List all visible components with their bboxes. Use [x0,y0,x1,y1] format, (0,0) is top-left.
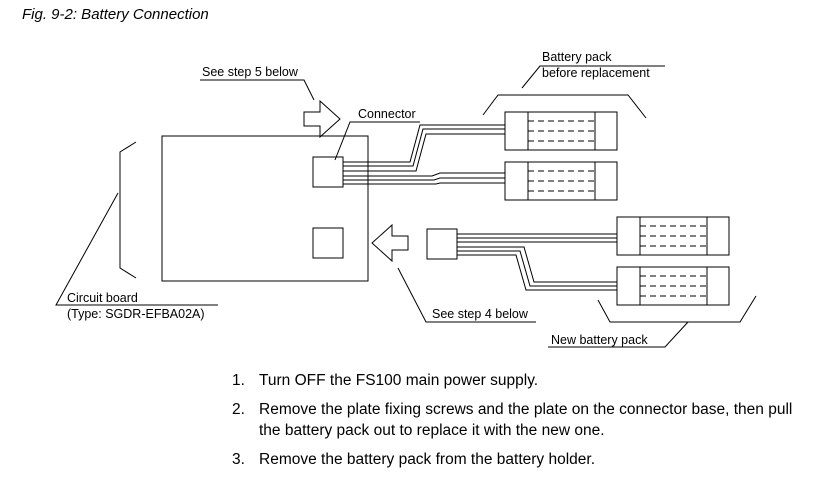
step-item: 1. Turn OFF the FS100 main power supply. [232,370,802,391]
connector-bottom [312,227,344,259]
label-battery-before-2: before replacement [542,66,650,80]
step-item: 3. Remove the battery pack from the batt… [232,449,802,470]
cable-new-battery [457,233,617,291]
connector-top [312,156,344,188]
circuit-board-leader [55,192,218,306]
step4-leader [397,267,536,323]
old-battery-cell-1 [504,111,618,151]
new-battery-leader [548,321,689,348]
step-text: Remove the battery pack from the battery… [259,451,596,468]
step-number: 1. [232,372,245,389]
old-battery-cell-2 [504,161,618,201]
old-battery-leader [521,65,665,89]
label-new-battery: New battery pack [551,333,648,347]
battery-connection-diagram: See step 5 below Connector Battery pack … [55,50,757,348]
old-battery-bracket [482,94,647,119]
label-connector: Connector [358,107,416,121]
new-battery-bracket [597,295,757,323]
connector-leader [334,121,420,161]
step-number: 3. [232,451,245,468]
step-text: Turn OFF the FS100 main power supply. [259,372,539,389]
label-circuit-board-1: Circuit board [67,291,138,305]
circuit-board [161,135,369,282]
step4-arrow-icon [371,223,409,263]
new-connector [426,228,458,260]
step-item: 2. Remove the plate fixing screws and th… [232,399,802,441]
circuit-board-bracket [119,141,137,279]
figure-title: Fig. 9-2: Battery Connection [22,6,209,23]
step5-arrow-icon [303,99,341,139]
step5-leader [200,79,315,101]
cable-old-battery [343,124,505,185]
instruction-steps: 1. Turn OFF the FS100 main power supply.… [232,370,802,478]
new-battery-cell-1 [616,216,730,256]
step-number: 2. [232,401,245,418]
label-circuit-board-2: (Type: SGDR-EFBA02A) [67,307,205,321]
new-battery-cell-2 [616,266,730,306]
label-see-step-4: See step 4 below [432,307,529,321]
label-battery-before-1: Battery pack [542,50,612,64]
step-text: Remove the plate fixing screws and the p… [259,401,793,439]
label-see-step-5: See step 5 below [202,65,299,79]
